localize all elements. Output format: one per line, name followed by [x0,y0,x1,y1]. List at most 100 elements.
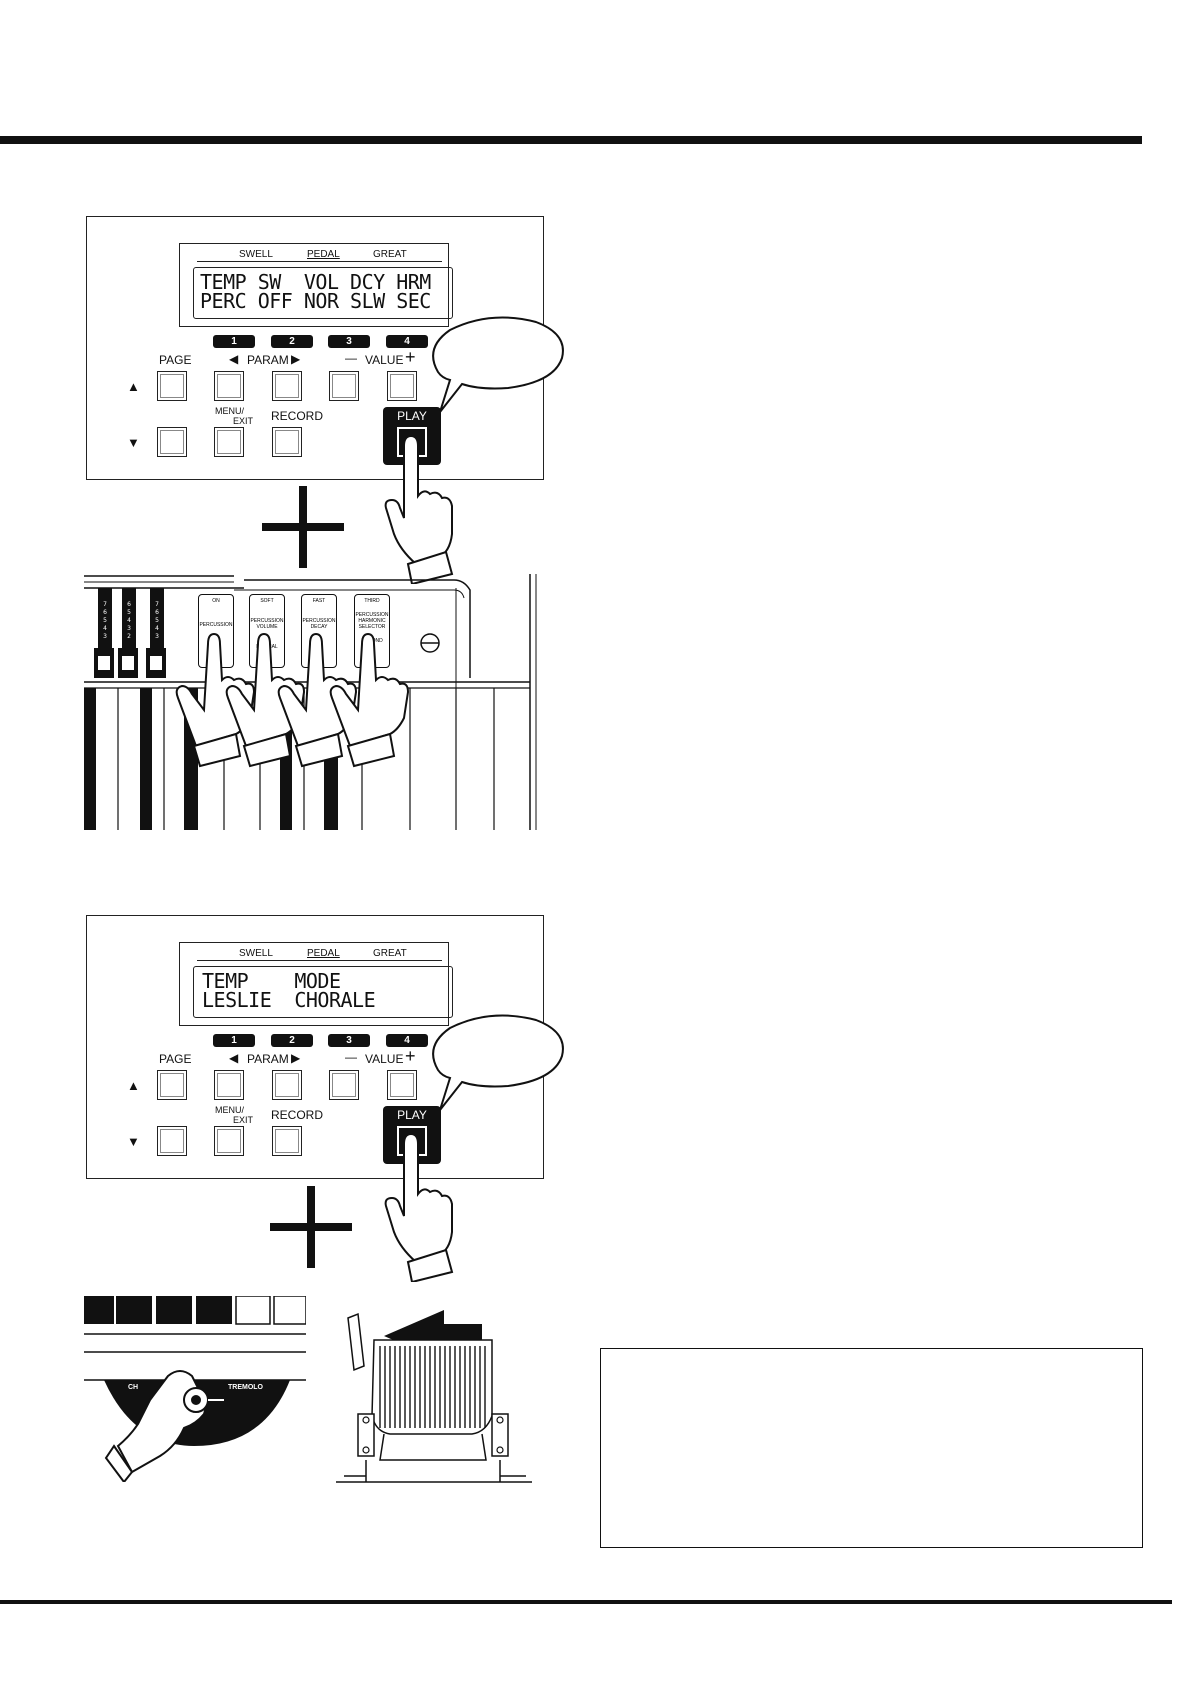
hand-pointer-icon [384,1132,454,1282]
triangle-down-icon: ▼ [127,435,140,450]
lcd-display: TEMP SW VOL DCY HRM PERC OFF NOR SLW SEC [193,267,453,319]
triangle-up-icon: ▲ [127,1078,140,1093]
number-key-2[interactable]: 2 [271,335,313,348]
hand-knob-icon [84,1296,306,1482]
record-button[interactable] [272,427,302,457]
speech-bubble-icon [432,1014,564,1111]
drawbar-icon: 7 6 5 4 3 6 5 4 3 2 7 6 5 4 3 [94,588,166,678]
plus-icon [270,1186,352,1268]
param-label: PARAM [247,1052,289,1066]
knob-label-left: CH [128,1384,139,1391]
menu-exit-button[interactable] [214,427,244,457]
play-label: PLAY [397,409,427,423]
page-label: PAGE [159,1052,192,1066]
half-moon-lever-icon [336,1310,532,1483]
page-down-button[interactable] [157,1126,187,1156]
param-left-button[interactable] [214,371,244,401]
menu-label: MENU/ [215,1105,244,1115]
page-up-button[interactable] [157,371,187,401]
value-minus-label: — [345,1050,357,1064]
lcd-display-2: TEMP MODE LESLIE CHORALE [193,966,453,1018]
top-rule [0,136,1142,144]
number-key-1[interactable]: 1 [213,1034,255,1047]
tab-decay-label: PERCUSSION DECAY [302,618,336,630]
record-label: RECORD [271,409,324,423]
svg-text:3: 3 [155,633,159,640]
svg-text:5: 5 [127,609,131,616]
page-up-button[interactable] [157,1070,187,1100]
manual-label-great: GREAT [373,249,407,260]
number-key-1[interactable]: 1 [213,335,255,348]
organ-tabs-illustration: 7 6 5 4 3 6 5 4 3 2 7 6 5 4 3 [84,570,540,830]
svg-text:6: 6 [127,601,131,608]
lcd-line-2: LESLIE CHORALE [202,988,376,1012]
number-key-2[interactable]: 2 [271,1034,313,1047]
value-label: VALUE [365,353,404,367]
page-down-button[interactable] [157,427,187,457]
value-label: VALUE [365,1052,404,1066]
note-box [600,1348,1143,1548]
lcd-underline [197,261,442,262]
tab-harmonic-label: PERCUSSION HARMONIC SELECTOR [355,612,389,630]
vibrato-knob-illustration: CH TREMOLO [84,1296,306,1482]
triangle-up-icon: ▲ [127,379,140,394]
bottom-rule [0,1600,1172,1604]
exit-label: EXIT [232,416,253,426]
tab-percussion-volume[interactable]: SOFT PERCUSSION VOLUME NORMAL [249,594,285,668]
lcd-line-1: TEMP SW VOL DCY HRM [200,270,431,294]
manual-label-pedal-2: PEDAL [307,948,340,959]
menu-exit-button[interactable] [214,1126,244,1156]
record-button[interactable] [272,1126,302,1156]
tab-percussion-top: ON [212,598,220,604]
lcd-line-1: TEMP MODE [202,969,341,993]
param-right-button[interactable] [272,1070,302,1100]
param-right-button[interactable] [272,371,302,401]
manual-label-great-2: GREAT [373,948,407,959]
speech-bubble-icon [432,316,564,413]
value-minus-button[interactable] [329,371,359,401]
exit-label: EXIT [232,1115,253,1125]
svg-text:6: 6 [103,609,107,616]
svg-text:6: 6 [155,609,159,616]
number-key-4[interactable]: 4 [386,1034,428,1047]
tab-decay-top: FAST [312,598,326,604]
lcd-frame-2 [179,942,449,1026]
menu-label: MENU/ [215,406,244,416]
tab-volume-label: PERCUSSION VOLUME [250,618,284,630]
svg-text:2: 2 [127,633,131,640]
page-label: PAGE [159,353,192,367]
arrow-left-icon: ◀ [229,352,239,366]
number-key-3[interactable]: 3 [328,1034,370,1047]
value-plus-label: + [405,347,416,367]
arrow-left-icon: ◀ [229,1051,239,1065]
svg-text:5: 5 [103,617,107,624]
svg-text:5: 5 [155,617,159,624]
manual-label-swell-2: SWELL [239,948,273,959]
number-key-3[interactable]: 3 [328,335,370,348]
svg-text:4: 4 [127,617,131,624]
svg-text:7: 7 [155,601,159,608]
hand-pointer-icon [384,434,454,584]
param-left-button[interactable] [214,1070,244,1100]
manual-label-pedal: PEDAL [307,249,340,260]
hands-pressing-tabs-icon [175,632,410,768]
value-plus-button[interactable] [387,371,417,401]
value-plus-button[interactable] [387,1070,417,1100]
svg-text:4: 4 [103,625,107,632]
value-minus-button[interactable] [329,1070,359,1100]
knob-label-right: TREMOLO [228,1384,263,1391]
svg-text:4: 4 [155,625,159,632]
tab-volume-top: SOFT [260,598,274,604]
svg-text:7: 7 [103,601,107,608]
tab-harmonic-top: THIRD [364,598,380,604]
lcd-line-2: PERC OFF NOR SLW SEC [200,289,431,313]
tab-percussion-label: PERCUSSION [199,622,233,628]
param-label: PARAM [247,353,289,367]
plus-icon [262,486,344,568]
play-label: PLAY [397,1108,427,1122]
number-key-4[interactable]: 4 [386,335,428,348]
svg-text:3: 3 [103,633,107,640]
value-minus-label: — [345,351,357,365]
record-label: RECORD [271,1108,324,1122]
manual-label-swell: SWELL [239,249,273,260]
